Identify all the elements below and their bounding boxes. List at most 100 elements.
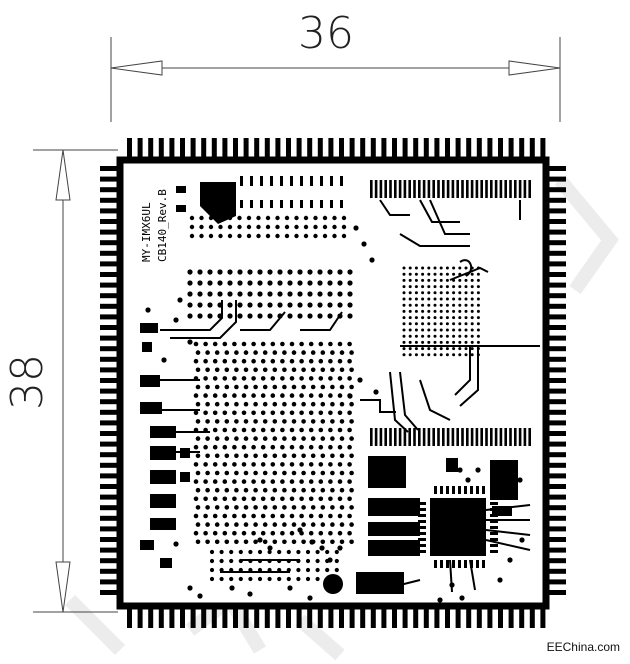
memory-ball bbox=[464, 291, 468, 295]
via bbox=[347, 393, 353, 399]
bga-ball bbox=[234, 367, 239, 373]
bga-ball bbox=[253, 350, 258, 355]
memory-ball bbox=[464, 285, 468, 289]
bga-ball bbox=[320, 470, 326, 476]
memory-ball bbox=[427, 322, 431, 326]
via bbox=[246, 215, 252, 221]
edge-pad bbox=[540, 138, 546, 158]
bga-ball bbox=[205, 505, 210, 510]
bga-ball bbox=[330, 350, 335, 355]
bga-ball bbox=[318, 462, 324, 467]
bga-ball bbox=[272, 419, 278, 424]
memory-ball bbox=[414, 291, 418, 295]
memory-ball bbox=[421, 309, 425, 313]
edge-pad bbox=[100, 367, 118, 373]
edge-pad bbox=[445, 608, 450, 628]
edge-pad bbox=[434, 138, 440, 158]
edge-pad bbox=[548, 399, 566, 405]
bga-ball bbox=[289, 427, 295, 433]
bga-ball bbox=[337, 358, 343, 364]
bga-ball bbox=[286, 549, 291, 555]
via bbox=[227, 215, 233, 221]
edge-pad bbox=[423, 608, 429, 628]
bga-ball bbox=[222, 376, 228, 381]
memory-ball bbox=[408, 291, 412, 295]
bga-ball bbox=[232, 341, 237, 347]
bga-ball bbox=[203, 341, 208, 347]
via bbox=[197, 302, 203, 308]
memory-ball bbox=[402, 316, 406, 320]
bga-ball bbox=[224, 401, 230, 407]
qfn-pin bbox=[418, 514, 426, 517]
memory-ball bbox=[452, 303, 456, 307]
memory-ball bbox=[421, 328, 425, 332]
via bbox=[327, 313, 333, 319]
edge-pad bbox=[100, 261, 118, 267]
bga-ball bbox=[330, 539, 335, 545]
edge-pad bbox=[100, 166, 118, 171]
bga-ball bbox=[232, 513, 237, 519]
edge-pad bbox=[169, 608, 175, 628]
memory-ball bbox=[476, 278, 480, 282]
bga-ball bbox=[282, 539, 287, 545]
bga-ball bbox=[328, 496, 333, 502]
left-side-components bbox=[140, 323, 190, 568]
via bbox=[294, 233, 299, 239]
bga-ball bbox=[299, 358, 304, 364]
memory-ball bbox=[427, 285, 431, 289]
edge-pad bbox=[548, 462, 566, 468]
bga-ball bbox=[289, 410, 295, 416]
connector-pad bbox=[427, 428, 431, 446]
memory-ball bbox=[433, 334, 437, 338]
via bbox=[449, 582, 455, 588]
bga-ball bbox=[325, 567, 330, 573]
via bbox=[187, 302, 193, 308]
bga-ball bbox=[193, 530, 199, 536]
memory-ball bbox=[402, 272, 406, 276]
via bbox=[307, 595, 313, 601]
qfn-pin bbox=[434, 486, 437, 494]
connector-pad bbox=[456, 180, 459, 198]
bga-ball bbox=[310, 401, 316, 407]
via bbox=[389, 477, 395, 483]
bga-ball bbox=[318, 341, 324, 347]
bga-ball bbox=[308, 358, 314, 364]
bga-ball bbox=[203, 530, 208, 536]
qfn-pin bbox=[490, 544, 498, 547]
via bbox=[217, 280, 223, 286]
via bbox=[322, 224, 328, 230]
memory-ball bbox=[433, 303, 437, 307]
qfn-pin bbox=[452, 486, 455, 494]
bga-ball bbox=[214, 470, 220, 476]
memory-ball bbox=[414, 278, 418, 282]
connector-pad bbox=[461, 180, 464, 198]
pad-stub bbox=[320, 176, 323, 186]
via bbox=[303, 224, 309, 230]
bga-ball bbox=[224, 436, 230, 441]
edge-pad bbox=[100, 229, 118, 235]
pad-stub bbox=[240, 176, 243, 186]
pad-stub bbox=[260, 176, 263, 186]
memory-ball bbox=[439, 328, 443, 332]
bga-ball bbox=[205, 350, 210, 355]
edge-pad bbox=[349, 608, 355, 628]
cpu-bga-region bbox=[193, 341, 354, 582]
via bbox=[187, 291, 193, 297]
bga-ball bbox=[262, 350, 268, 355]
bga-ball bbox=[299, 462, 304, 467]
via bbox=[237, 215, 242, 221]
bga-ball bbox=[347, 496, 352, 502]
bga-ball bbox=[270, 496, 276, 502]
edge-pad bbox=[498, 608, 503, 628]
bga-ball bbox=[234, 436, 239, 441]
bga-ball bbox=[195, 487, 201, 493]
bga-ball bbox=[253, 470, 258, 476]
memory-ball bbox=[427, 328, 431, 332]
via bbox=[207, 313, 213, 319]
memory-ball bbox=[408, 334, 412, 338]
bga-ball bbox=[308, 530, 314, 536]
edge-pad bbox=[548, 187, 566, 193]
bga-ball bbox=[328, 376, 333, 381]
connector-pad bbox=[379, 180, 383, 198]
memory-ball bbox=[458, 285, 462, 289]
